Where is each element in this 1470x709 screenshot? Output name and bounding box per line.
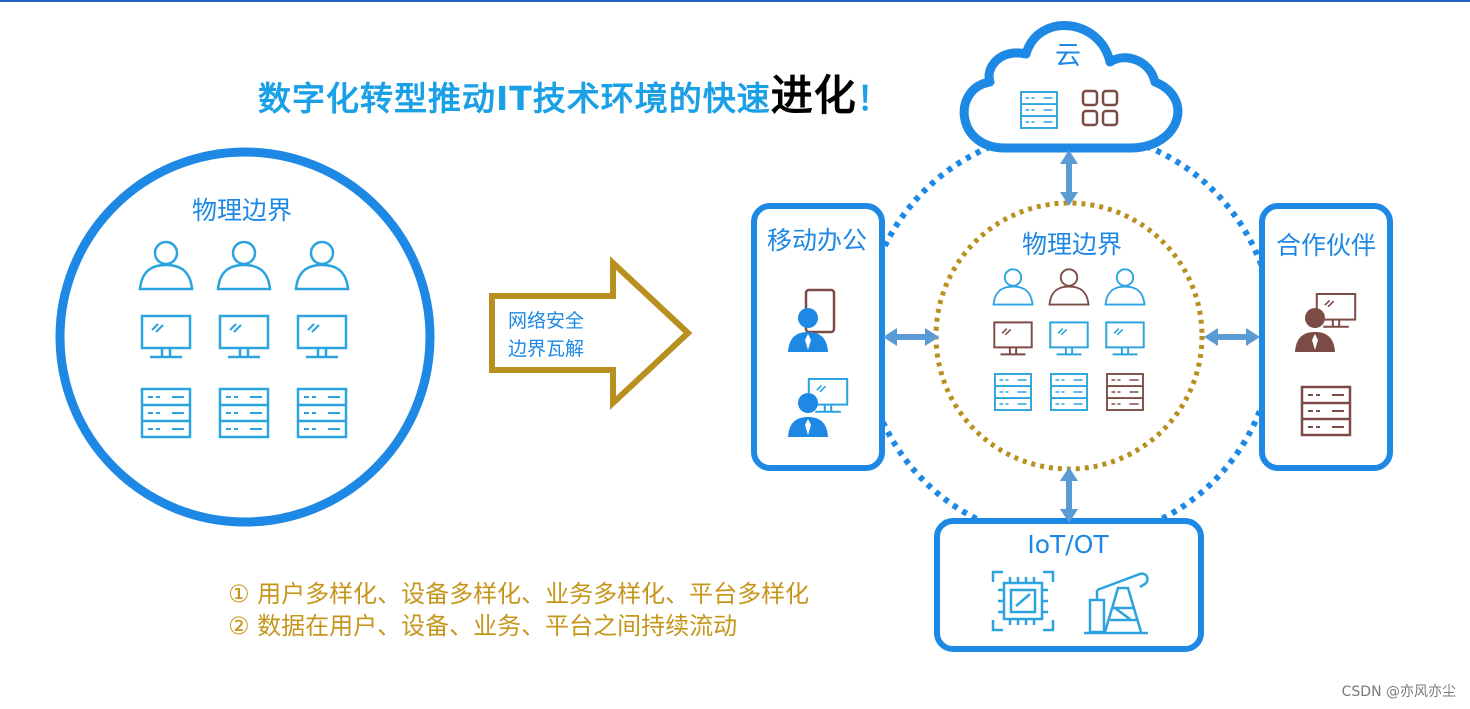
center-monitors-row: [993, 321, 1145, 356]
bottom-connector-arrow: [1060, 467, 1078, 523]
monitor-icon: [218, 314, 270, 359]
center-servers-row: [994, 373, 1144, 411]
arrow-caption-line1: 网络安全: [508, 310, 585, 332]
monitor-icon: [140, 314, 192, 359]
left-connector-arrow: [883, 328, 939, 346]
transition-arrow: [489, 256, 693, 410]
mobile-user-with-phone-icon: [788, 288, 836, 352]
mobile-office-label: 移动办公: [766, 226, 868, 255]
center-zone-label: 物理边界: [1021, 230, 1123, 259]
apps-grid-icon: [1081, 89, 1119, 127]
arrow-caption-line2: 边界瓦解: [508, 338, 585, 360]
top-connector-arrow: [1060, 150, 1078, 206]
user-icon: [294, 240, 350, 291]
iot-ot-label: IoT/OT: [1027, 530, 1109, 559]
user-icon: [1104, 268, 1146, 306]
monitor-icon: [296, 314, 348, 359]
server-icon: [296, 387, 348, 439]
left-monitors-row: [140, 314, 348, 359]
oil-pump-icon: [1084, 572, 1149, 635]
monitor-icon: [1105, 321, 1145, 356]
user-icon: [138, 240, 194, 291]
center-users-row: [992, 268, 1146, 306]
user-icon: [1048, 268, 1090, 306]
left-physical-boundary-circle: [55, 147, 435, 527]
user-icon: [992, 268, 1034, 306]
left-zone-label: 物理边界: [191, 196, 293, 225]
notes: ① 用户多样化、设备多样化、业务多样化、平台多样化 ② 数据在用户、设备、业务、…: [228, 578, 809, 642]
title-emphasis: 进化: [770, 71, 857, 120]
left-servers-row: [140, 387, 348, 439]
server-icon: [1050, 373, 1088, 411]
user-icon: [216, 240, 272, 291]
note-item: ② 数据在用户、设备、业务、平台之间持续流动: [228, 612, 738, 640]
chip-icon: [991, 570, 1055, 632]
monitor-icon: [993, 321, 1033, 356]
server-icon: [1106, 373, 1144, 411]
partner-label: 合作伙伴: [1275, 231, 1377, 260]
cloud-shape: [959, 21, 1183, 153]
watermark: CSDN @亦风亦尘: [1341, 684, 1456, 700]
server-icon: [994, 373, 1032, 411]
server-icon: [140, 387, 192, 439]
monitor-icon: [1049, 321, 1089, 356]
server-icon: [218, 387, 270, 439]
page-title: 数字化转型推动IT技术环境的快速进化！: [258, 71, 891, 120]
arrow-caption: 网络安全 边界瓦解: [508, 307, 608, 363]
left-users-row: [138, 240, 350, 291]
cloud-label: 云: [1054, 41, 1082, 71]
top-rule: [0, 0, 1470, 2]
right-connector-arrow: [1204, 328, 1260, 346]
note-item: ① 用户多样化、设备多样化、业务多样化、平台多样化: [228, 580, 810, 608]
